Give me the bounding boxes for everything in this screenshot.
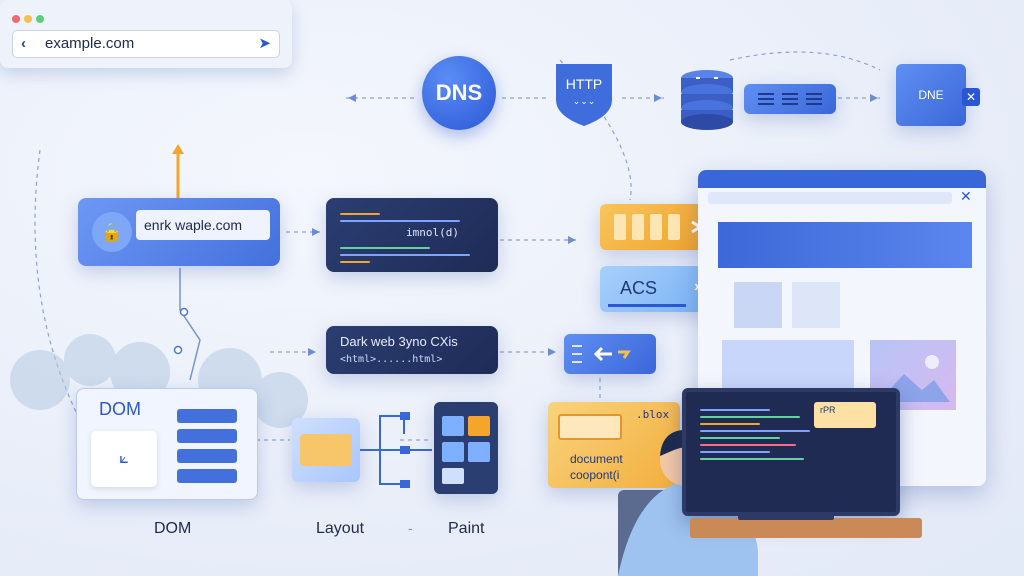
layout-card bbox=[292, 418, 360, 482]
server-tag-label: DNE bbox=[918, 88, 944, 102]
code-text: imnol(d) bbox=[406, 226, 459, 239]
dns-node: DNS bbox=[422, 56, 496, 130]
document-line2: coopont(i bbox=[570, 468, 620, 482]
html-source-line2: <html>......html> bbox=[340, 354, 443, 365]
page-thumb-2 bbox=[792, 282, 840, 328]
browser-window: ‹ example.com ➤ bbox=[0, 0, 292, 68]
lock-icon: 🔒 bbox=[92, 212, 132, 252]
html-source-box: Dark web 3yno CXis <html>......html> bbox=[326, 326, 498, 374]
database-icon bbox=[681, 70, 733, 130]
document-line1: document bbox=[570, 452, 623, 466]
request-url-field: enrk waple.com bbox=[136, 210, 270, 240]
stage-label-paint: Paint bbox=[448, 520, 485, 537]
paint-card bbox=[434, 402, 498, 494]
editor-tooltip: rPR bbox=[814, 402, 876, 428]
code-monitor: rPR bbox=[682, 388, 900, 516]
css-card: ACS › bbox=[600, 266, 712, 312]
server-tag-arrow-icon: ✕ bbox=[962, 88, 980, 106]
dom-panel: DOM ⟀ bbox=[76, 388, 258, 500]
editor-tooltip-label: rPR bbox=[820, 405, 836, 415]
dom-panel-title: DOM bbox=[99, 399, 141, 419]
http-label: HTTP bbox=[566, 76, 603, 92]
server-response-card bbox=[744, 84, 836, 114]
keyboard bbox=[738, 512, 834, 520]
window-controls bbox=[12, 10, 48, 28]
stage-arrow-icon: ‐ bbox=[408, 520, 413, 536]
page-thumb-1 bbox=[734, 282, 782, 328]
stage-label-dom: DOM bbox=[154, 520, 192, 537]
dom-tree-list bbox=[177, 409, 237, 483]
page-block-1 bbox=[722, 340, 854, 396]
page-titlebar bbox=[698, 170, 986, 188]
document-tag: .blox bbox=[636, 408, 670, 421]
url-text: example.com bbox=[45, 35, 135, 52]
minimize-dot[interactable] bbox=[24, 15, 32, 23]
bundle-bars-icon bbox=[614, 214, 703, 240]
stage-label-layout: Layout bbox=[316, 520, 365, 537]
server-tag-card: DNE bbox=[896, 64, 966, 126]
css-card-label: ACS bbox=[620, 278, 658, 298]
close-dot[interactable] bbox=[12, 15, 20, 23]
address-bar[interactable]: ‹ example.com ➤ bbox=[12, 30, 280, 58]
css-card-chevron-icon: › bbox=[694, 278, 700, 295]
dom-node-box: ⟀ bbox=[91, 431, 157, 487]
html-source-line1: Dark web 3yno CXis bbox=[340, 334, 458, 349]
desk bbox=[690, 518, 922, 538]
http-shield-icon: HTTP ⌄⌄⌄ bbox=[556, 64, 612, 126]
maximize-dot[interactable] bbox=[36, 15, 44, 23]
page-banner bbox=[718, 222, 972, 268]
server-lines-icon bbox=[758, 93, 822, 105]
page-address-bar[interactable] bbox=[708, 192, 952, 204]
code-box: imnol(d) bbox=[326, 198, 498, 272]
script-arrow-icon bbox=[572, 345, 631, 363]
style-bundle-card bbox=[600, 204, 708, 250]
svg-text:⌄⌄⌄: ⌄⌄⌄ bbox=[573, 96, 596, 106]
request-box: 🔒 enrk waple.com bbox=[78, 198, 280, 266]
document-card: .blox document coopont(i bbox=[548, 402, 680, 488]
layout-tree-icon bbox=[360, 412, 432, 488]
forward-arrow-icon[interactable]: ➤ bbox=[258, 35, 271, 52]
back-chevron-icon[interactable]: ‹ bbox=[21, 35, 26, 52]
script-card bbox=[564, 334, 656, 374]
page-close-icon[interactable]: ✕ bbox=[960, 188, 972, 204]
